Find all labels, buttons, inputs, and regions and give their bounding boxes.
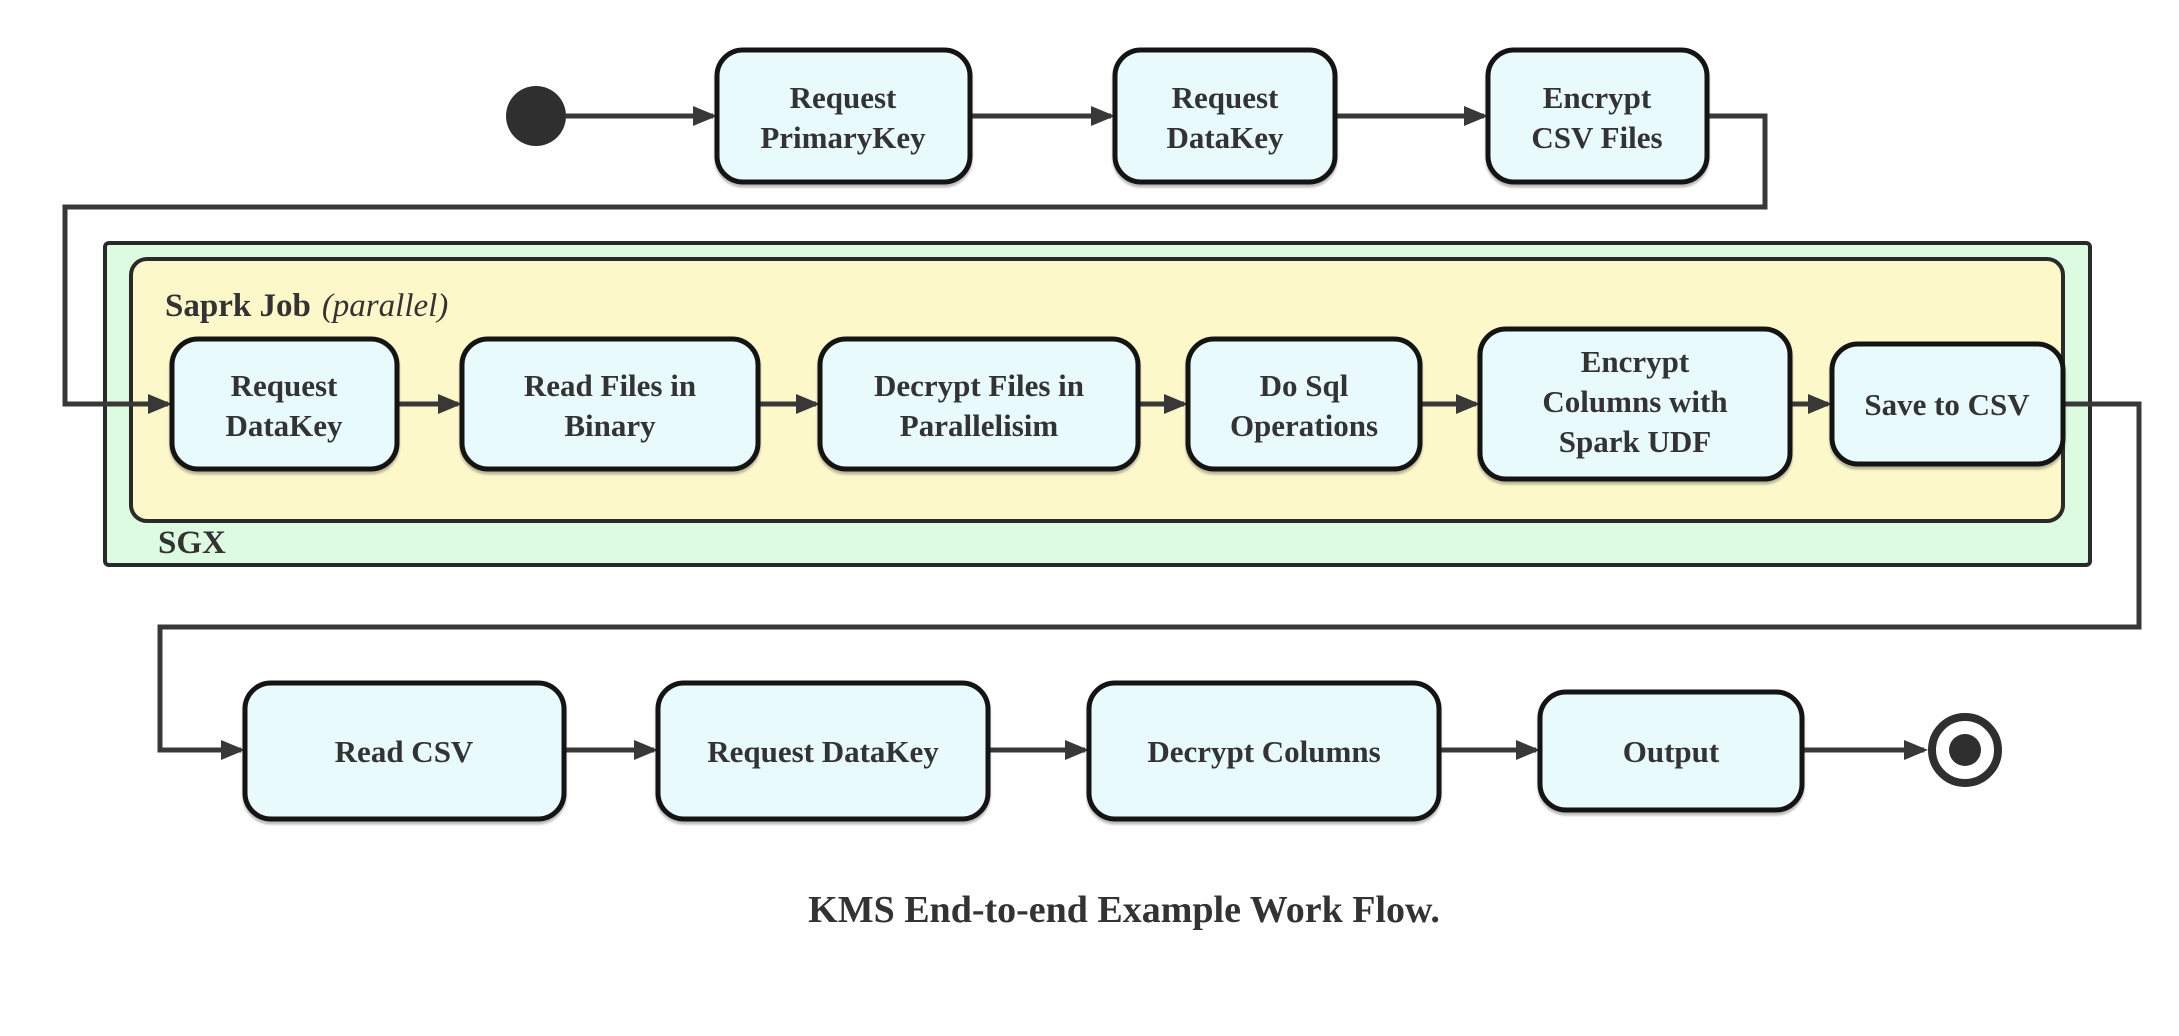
node-read-csv-rect (242, 680, 567, 822)
node-do-sql-operations-line1: Do Sql (1260, 368, 1349, 403)
node-encrypt-csv-files-line1: Encrypt (1543, 80, 1652, 115)
node-read-files-in-binary-rect (459, 336, 761, 472)
node-bottom-request-datakey-rect (655, 680, 991, 822)
node-save-to-csv-rect (1829, 341, 2066, 467)
node-request-datakey-top: Request DataKey (1112, 47, 1338, 185)
node-decrypt-columns: Decrypt Columns (1086, 680, 1442, 822)
node-spark-request-datakey: Request DataKey (169, 336, 400, 472)
node-do-sql-operations-line2: Operations (1230, 408, 1378, 443)
start-node-icon (506, 86, 566, 146)
node-decrypt-files-line2: Parallelisim (900, 408, 1059, 443)
node-spark-request-datakey-line1: Request (231, 368, 338, 403)
node-bottom-request-datakey-line1: Request DataKey (707, 734, 939, 769)
node-bottom-request-datakey: Request DataKey (655, 680, 991, 822)
node-read-files-in-binary-line1: Read Files in (524, 368, 696, 403)
spark-job-label-bold: Saprk Job (165, 288, 311, 324)
node-read-files-in-binary: Read Files in Binary (459, 336, 761, 472)
node-do-sql-operations: Do Sql Operations (1185, 336, 1423, 472)
node-output-rect (1537, 689, 1805, 813)
node-request-primarykey: Request PrimaryKey (714, 47, 973, 185)
node-read-csv: Read CSV (242, 680, 567, 822)
node-decrypt-files-rect (817, 336, 1141, 472)
end-node-outer-ring (1928, 713, 2002, 787)
node-request-datakey-top-line2: DataKey (1166, 120, 1284, 155)
node-request-primarykey-rect (714, 47, 973, 185)
node-save-to-csv: Save to CSV (1829, 341, 2066, 467)
edge-encrypt-csv-to-sgx-request-datakey (62, 113, 1768, 414)
node-save-to-csv-line1: Save to CSV (1864, 387, 2030, 422)
node-encrypt-columns-rect (1477, 326, 1793, 482)
node-encrypt-columns-with-spark-udf: Encrypt Columns with Spark UDF (1477, 326, 1793, 482)
node-read-files-in-binary-line2: Binary (564, 408, 656, 443)
node-request-datakey-top-line1: Request (1172, 80, 1279, 115)
node-do-sql-operations-rect (1185, 336, 1423, 472)
edge-save-csv-to-read-csv (157, 401, 2142, 760)
end-node-inner-dot (1949, 734, 1981, 766)
node-encrypt-columns-line2: Columns with (1542, 384, 1727, 419)
node-output-line1: Output (1623, 734, 1720, 769)
node-output: Output (1537, 689, 1805, 813)
spark-job-label-paren: (parallel) (322, 288, 448, 324)
sgx-label: SGX (158, 525, 226, 561)
node-decrypt-columns-rect (1086, 680, 1442, 822)
node-encrypt-csv-files-line2: CSV Files (1531, 120, 1662, 155)
spark-job-label: Saprk Job (parallel) (165, 288, 448, 324)
end-node-icon (1928, 713, 2002, 787)
node-spark-request-datakey-line2: DataKey (225, 408, 343, 443)
node-request-primarykey-line2: PrimaryKey (760, 120, 926, 155)
node-spark-request-datakey-rect (169, 336, 400, 472)
node-encrypt-columns-line1: Encrypt (1581, 344, 1690, 379)
node-decrypt-files-line1: Decrypt Files in (874, 368, 1084, 403)
node-encrypt-csv-files: Encrypt CSV Files (1485, 47, 1710, 185)
edges (62, 106, 2142, 760)
node-decrypt-columns-line1: Decrypt Columns (1147, 734, 1380, 769)
node-request-primarykey-line1: Request (790, 80, 897, 115)
diagram-caption: KMS End-to-end Example Work Flow. (808, 889, 1440, 931)
node-request-datakey-top-rect (1112, 47, 1338, 185)
node-read-csv-line1: Read CSV (335, 734, 474, 769)
node-decrypt-files-in-parallelisim: Decrypt Files in Parallelisim (817, 336, 1141, 472)
node-encrypt-csv-files-rect (1485, 47, 1710, 185)
node-encrypt-columns-line3: Spark UDF (1559, 424, 1711, 459)
